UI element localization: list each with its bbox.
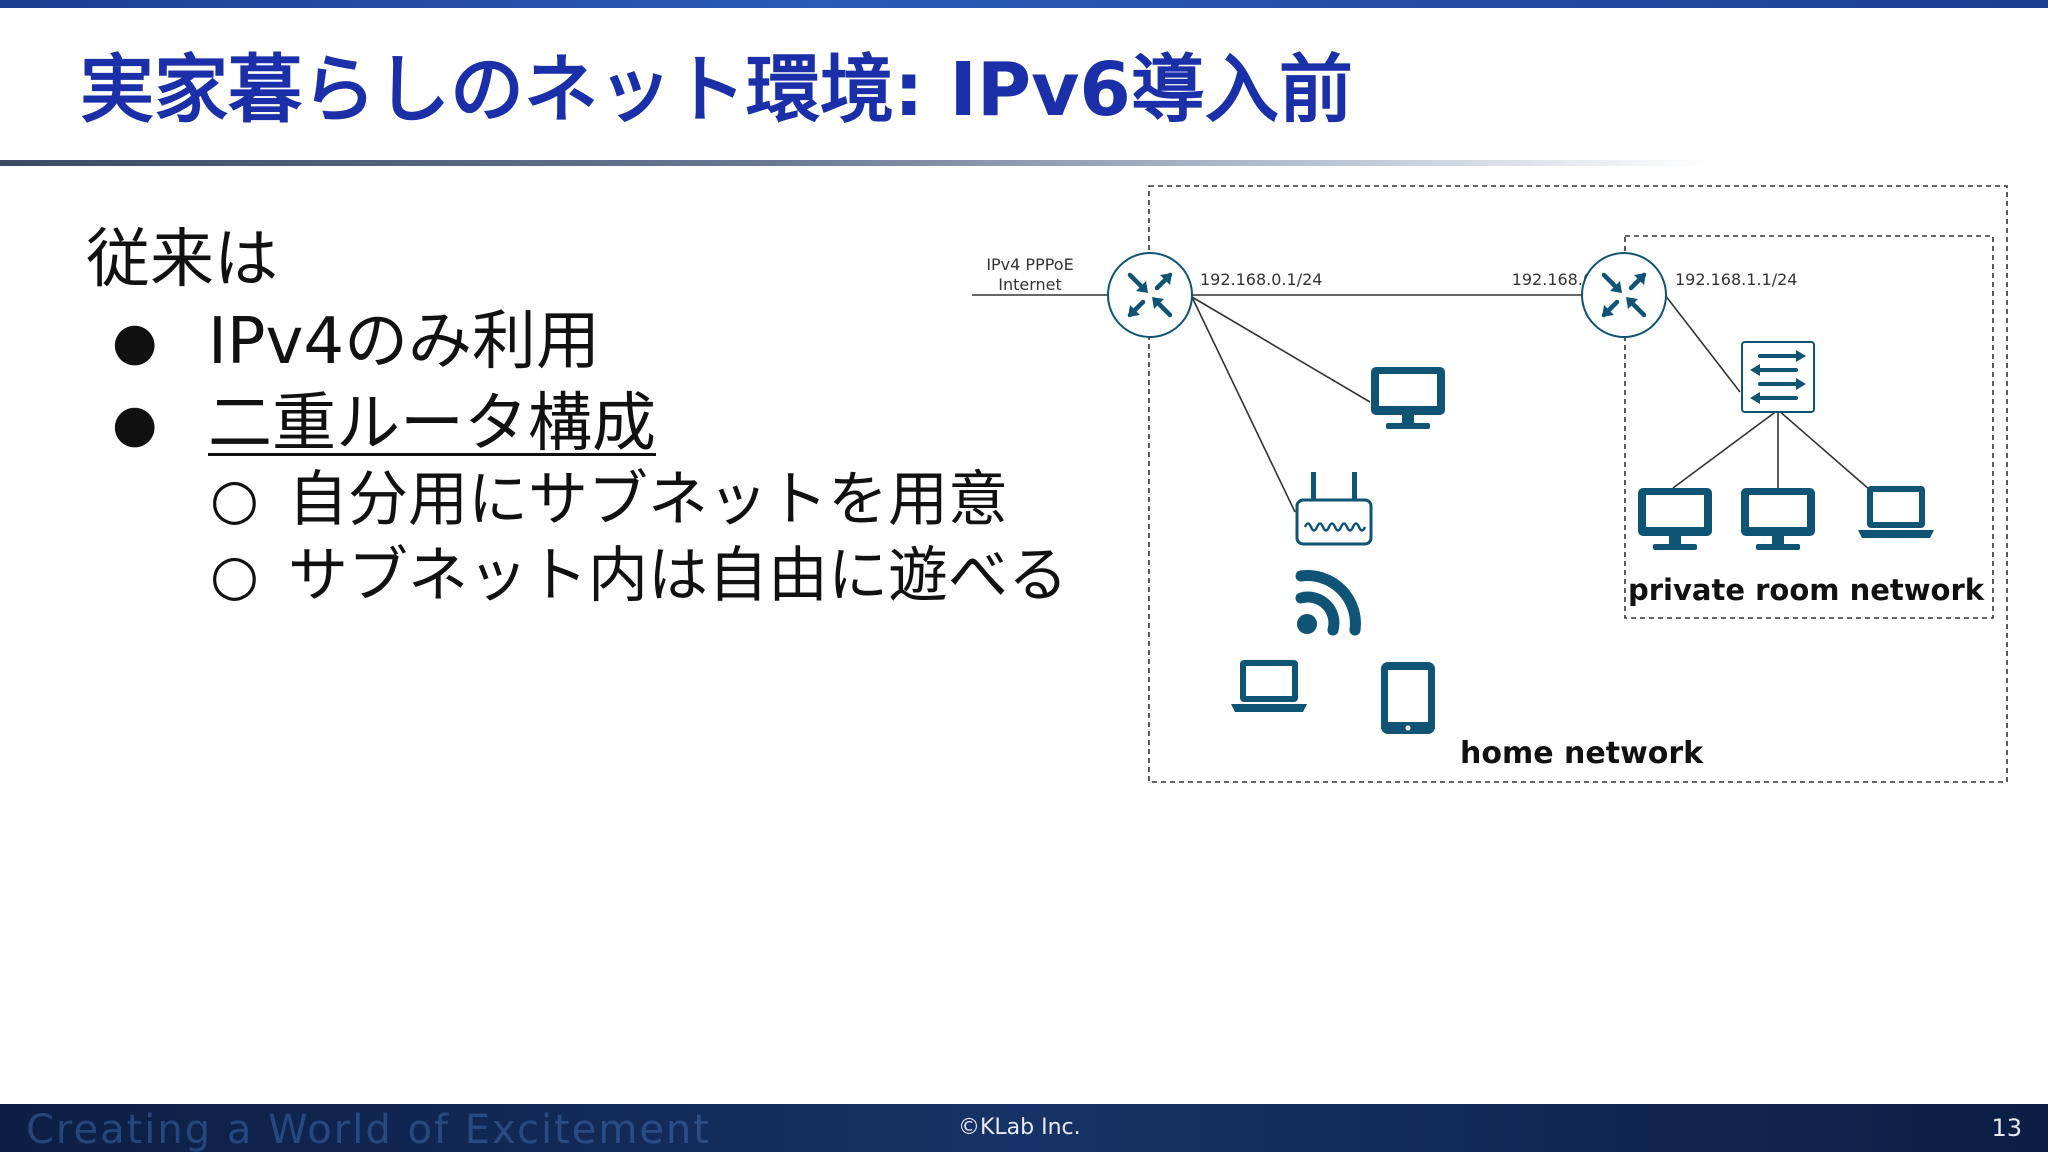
- desktop-icon: [1371, 367, 1445, 429]
- laptop-icon: [1231, 660, 1307, 712]
- sub-bullet-item: ○ 自分用にサブネットを用意: [210, 462, 1008, 538]
- bullet-item: ● 二重ルータ構成: [112, 384, 656, 464]
- bullet-text: 二重ルータ構成: [208, 387, 656, 461]
- bullet-item: ● IPv4のみ利用: [112, 302, 600, 382]
- bullet-dot-icon: ●: [112, 312, 158, 372]
- page-number: 13: [1991, 1114, 2022, 1142]
- router1-address-label: 192.168.0.1/24: [1200, 270, 1322, 289]
- private-network-label: private room network: [1628, 573, 1985, 607]
- router-icon: [1582, 253, 1666, 337]
- title-divider: [0, 160, 1710, 166]
- sub-bullet-text: 自分用にサブネットを用意: [288, 465, 1008, 535]
- wireless-ap-icon: [1295, 472, 1373, 546]
- tablet-icon: [1381, 662, 1435, 734]
- uplink-label: Internet: [998, 275, 1062, 294]
- home-network-label: home network: [1460, 736, 1704, 771]
- slide-title: 実家暮らしのネット環境: IPv6導入前: [80, 47, 1353, 133]
- switch-icon: [1741, 341, 1815, 413]
- top-accent-strip: [0, 0, 2048, 8]
- bullet-text: IPv4のみ利用: [208, 305, 601, 379]
- sub-bullet-text: サブネット内は自由に遊べる: [288, 541, 1068, 611]
- desktop-icon: [1638, 488, 1712, 550]
- bullet-dot-icon: ●: [112, 394, 158, 454]
- laptop-icon: [1858, 486, 1934, 538]
- footer-bar: Creating a World of Excitement ©KLab Inc…: [0, 1104, 2048, 1152]
- uplink-label: IPv4 PPPoE: [986, 255, 1073, 274]
- router-to-desktop-link: [1191, 296, 1371, 403]
- footer-slogan: Creating a World of Excitement: [26, 1107, 711, 1153]
- desktop-icon: [1741, 488, 1815, 550]
- router-to-access-point-link: [1191, 296, 1296, 513]
- private-network-boundary: [1624, 235, 1994, 619]
- circle-bullet-icon: ○: [210, 543, 259, 608]
- sub-bullet-item: ○ サブネット内は自由に遊べる: [210, 538, 1068, 614]
- switch-to-laptop-link: [1777, 409, 1871, 491]
- router-icon: [1108, 253, 1192, 337]
- network-diagram: IPv4 PPPoE Internet 192.168.0.1/24 192.1…: [972, 185, 2008, 783]
- circle-bullet-icon: ○: [210, 467, 259, 532]
- footer-copyright: ©KLab Inc.: [958, 1115, 1081, 1140]
- intro-text: 従来は: [86, 223, 278, 297]
- switch-to-desktop-link: [1672, 409, 1779, 489]
- wifi-signal-icon: [1295, 570, 1361, 636]
- router2-lan-address-label: 192.168.1.1/24: [1675, 270, 1797, 289]
- router-to-switch-link: [1664, 294, 1741, 393]
- home-network-boundary: [1148, 185, 2008, 783]
